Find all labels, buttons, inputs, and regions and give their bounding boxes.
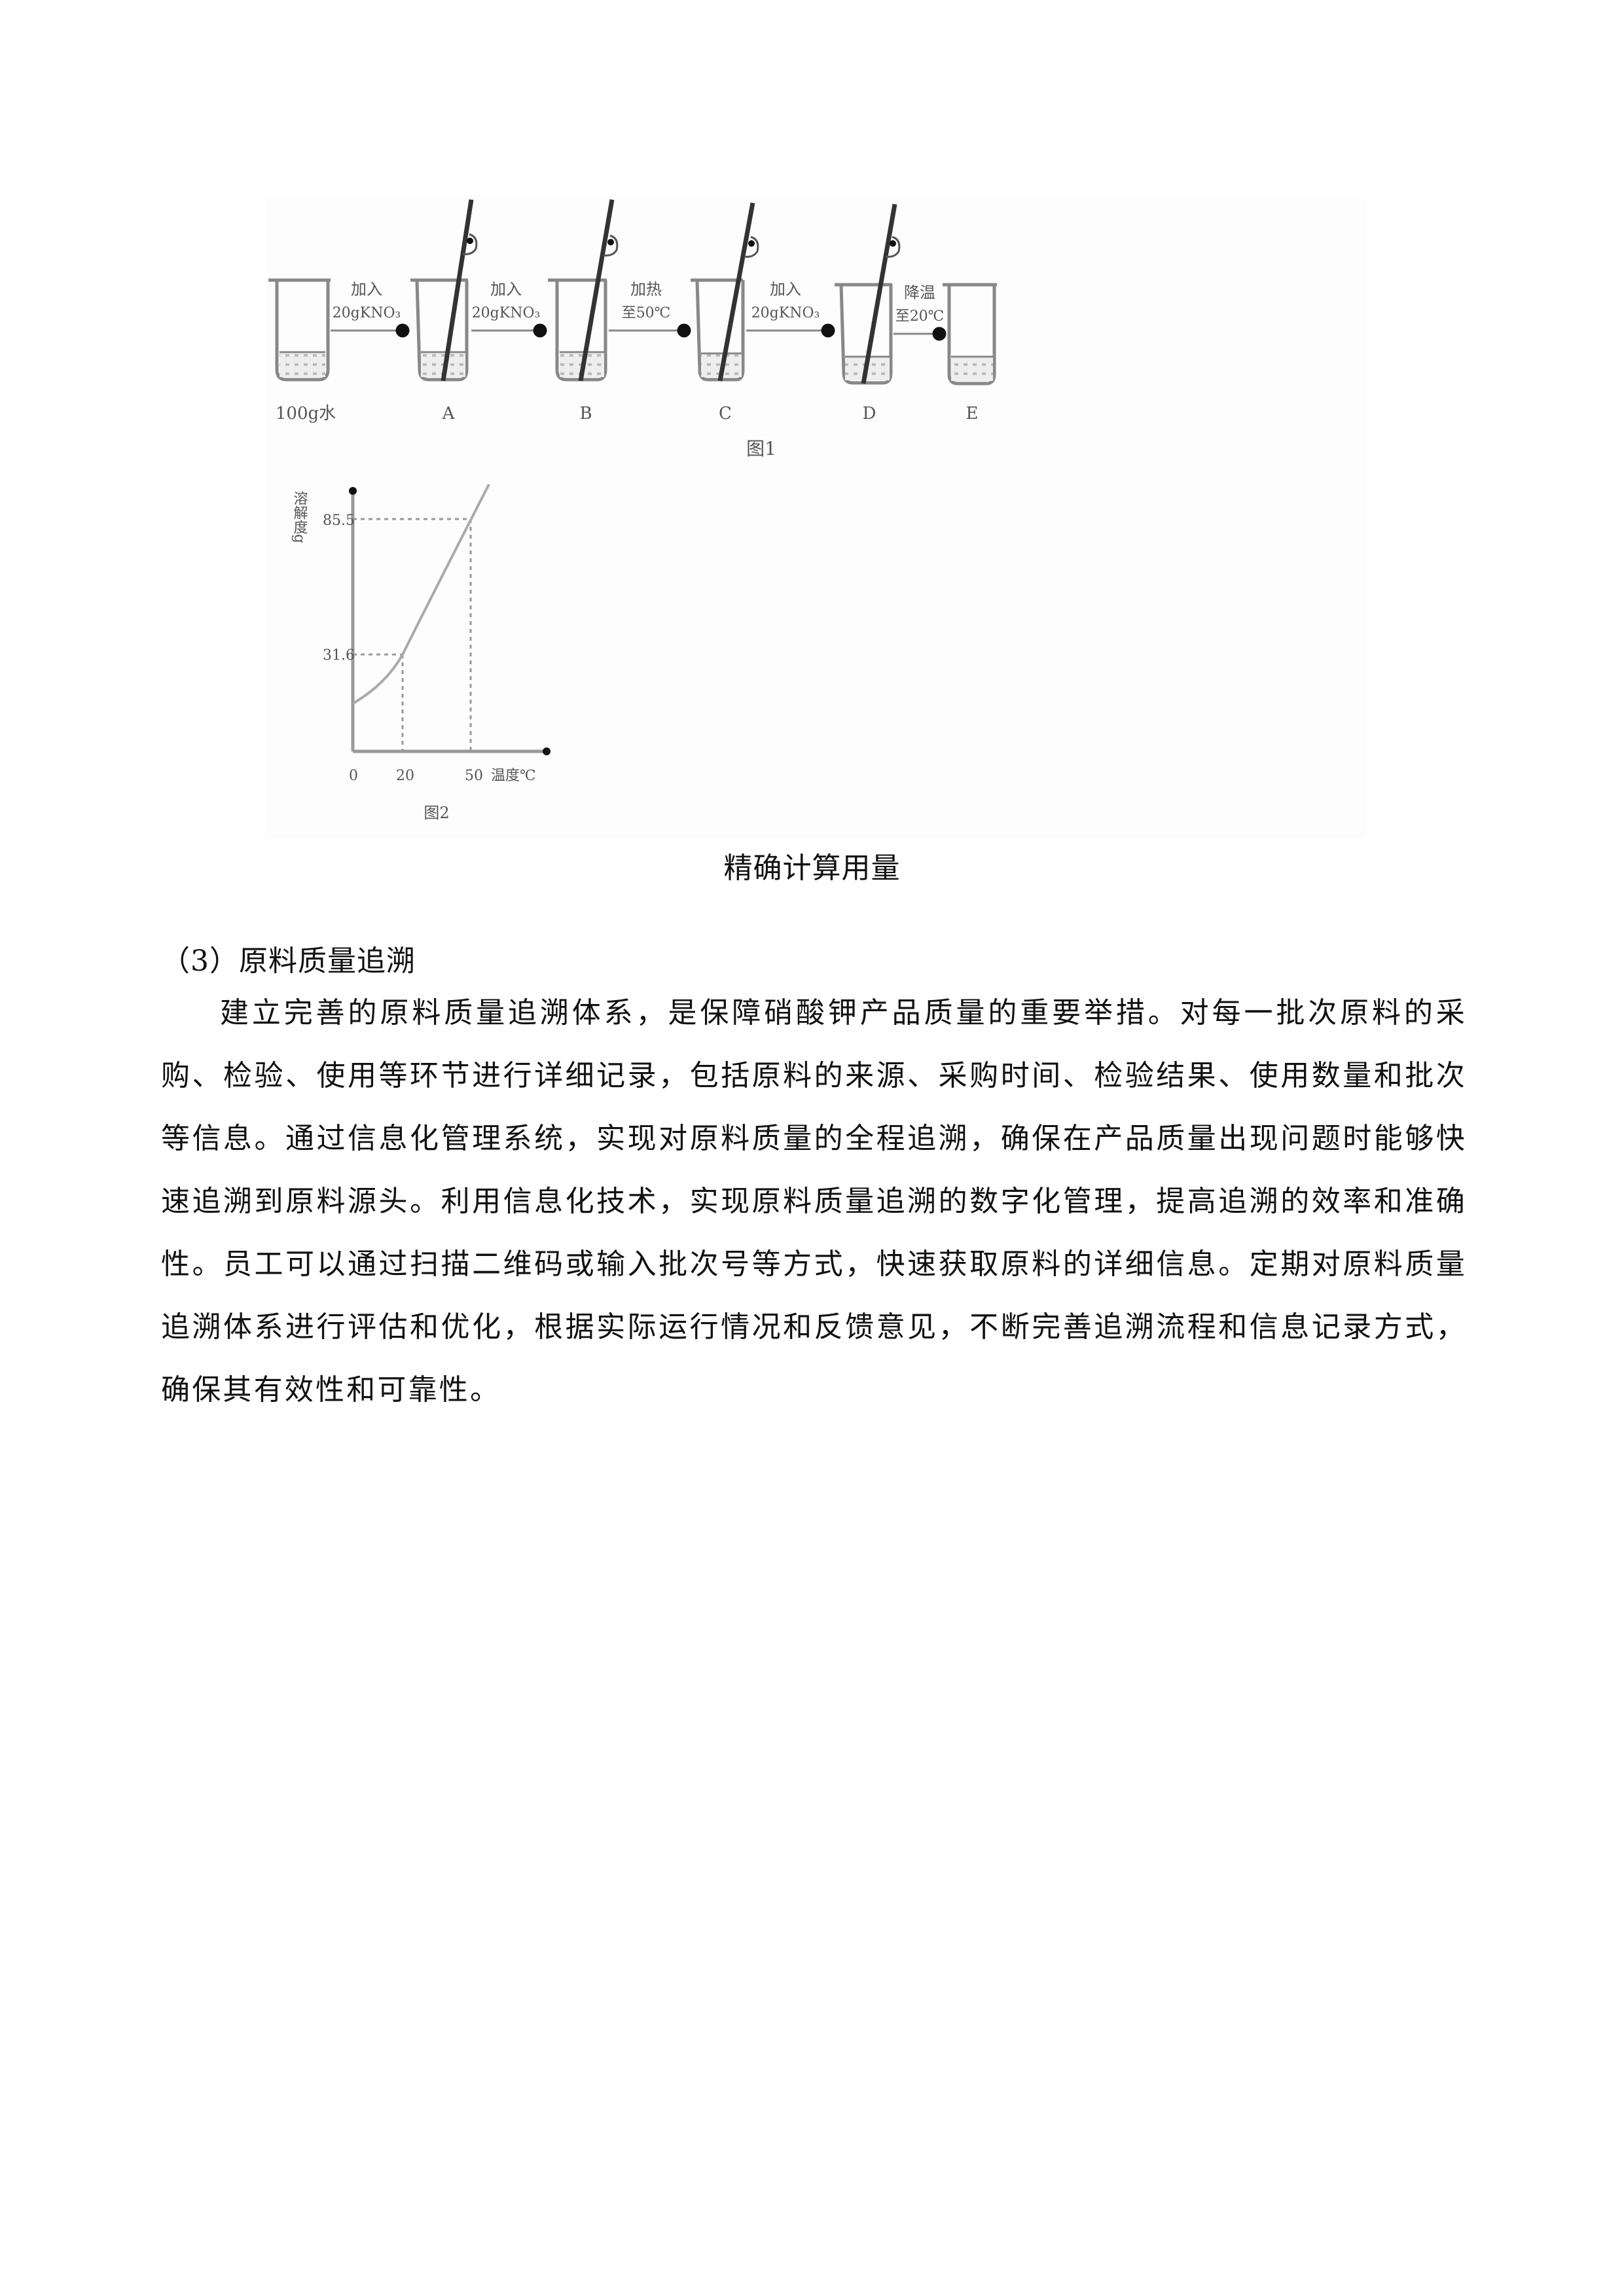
y-tick-31-6: 31.6 — [323, 647, 355, 664]
beaker-d: D — [835, 204, 901, 423]
section-paragraph: 建立完善的原料质量追溯体系，是保障硝酸钾产品质量的重要举措。对每一批次原料的采购… — [161, 996, 1467, 1407]
svg-text:C: C — [719, 404, 732, 423]
x-axis-arrow-icon — [543, 747, 550, 755]
svg-text:D: D — [863, 404, 876, 423]
experiment-figure: 100g水 加入 20gKNO₃ A 加入 20gKNO₃ — [265, 196, 1365, 838]
x-axis-label: 温度℃ — [491, 768, 536, 784]
svg-text:至50℃: 至50℃ — [622, 305, 671, 321]
beaker-water: 100g水 — [268, 278, 336, 423]
svg-text:加入: 加入 — [490, 280, 522, 298]
svg-text:20gKNO₃: 20gKNO₃ — [333, 305, 401, 321]
y-axis-label: 溶解度g — [291, 491, 308, 543]
arrow-step-2: 加入 20gKNO₃ — [471, 280, 547, 338]
beaker-b: B — [548, 199, 619, 423]
figure-1-label: 图1 — [746, 438, 776, 459]
beaker-water-label: 100g水 — [276, 404, 336, 423]
beaker-process-diagram: 100g水 加入 20gKNO₃ A 加入 20gKNO₃ — [268, 199, 997, 459]
arrow-step-4: 加入 20gKNO₃ — [746, 280, 835, 338]
arrow-step-3: 加热 至50℃ — [609, 280, 691, 338]
svg-text:20gKNO₃: 20gKNO₃ — [472, 305, 541, 321]
y-axis-arrow-icon — [349, 487, 357, 495]
arrow-step-5: 降温 至20℃ — [893, 283, 947, 341]
svg-text:降温: 降温 — [904, 283, 935, 302]
x-tick-20: 20 — [396, 768, 414, 784]
beaker-a: A — [410, 199, 478, 423]
guide-lines — [353, 518, 472, 751]
solubility-curve — [352, 484, 490, 705]
y-tick-85-5: 85.5 — [323, 512, 355, 529]
arrow-step-1: 加入 20gKNO₃ — [331, 280, 410, 338]
figure-caption: 精确计算用量 — [723, 852, 901, 885]
svg-text:加入: 加入 — [770, 280, 801, 298]
x-tick-50: 50 — [465, 768, 483, 784]
x-tick-0: 0 — [349, 768, 358, 784]
svg-text:至20℃: 至20℃ — [895, 308, 945, 325]
svg-text:加入: 加入 — [351, 280, 382, 298]
svg-text:A: A — [442, 404, 456, 423]
svg-text:20gKNO₃: 20gKNO₃ — [751, 305, 820, 321]
beaker-c: C — [691, 202, 759, 423]
svg-text:B: B — [579, 404, 592, 423]
section-heading: （3）原料质量追溯 — [161, 944, 416, 978]
beaker-e: E — [943, 283, 997, 423]
svg-text:E: E — [966, 404, 979, 423]
figure-2-label: 图2 — [424, 804, 449, 822]
solubility-chart: 溶解度g 85.5 31.6 0 20 50 温度℃ 图2 — [291, 484, 550, 822]
svg-text:加热: 加热 — [630, 280, 662, 298]
